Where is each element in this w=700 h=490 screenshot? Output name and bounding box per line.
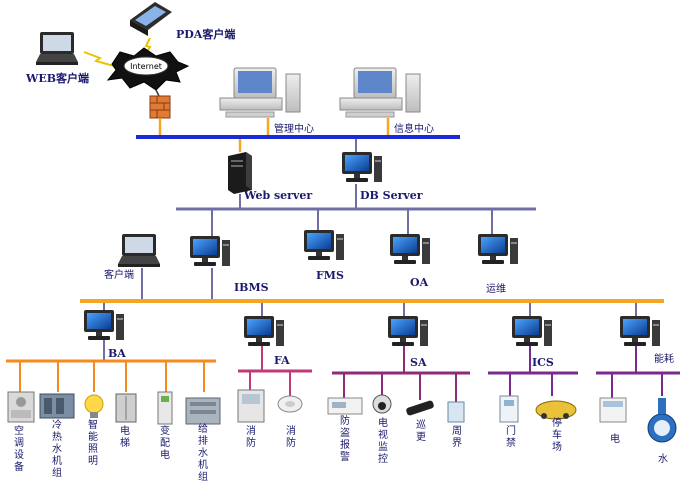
fms-label: FMS <box>316 269 344 282</box>
energy-device-label: 水 <box>658 453 668 465</box>
desktop-icon <box>478 234 518 264</box>
mgmt-center-label: 管理中心 <box>274 122 314 135</box>
energy-device-label-text: 电 <box>610 432 620 445</box>
sa-device-label-text: 电视监控 <box>378 416 388 465</box>
sa-device-label: 防盗报警 <box>340 414 350 463</box>
laptop-icon <box>118 234 160 267</box>
web-server-label: Web server <box>243 189 312 202</box>
sa-label: SA <box>410 356 427 369</box>
laptop-icon <box>36 32 78 65</box>
desktop-icon <box>190 236 230 266</box>
elevator-icon <box>115 393 137 423</box>
ics-device-label: 门禁 <box>506 424 516 449</box>
db-server-label: DB Server <box>360 189 423 202</box>
ba-device-labels: 空调设备 冷热水机组 智能照明 电梯 变配电 给排水机组 <box>14 418 208 483</box>
desktop-icon <box>390 234 430 264</box>
switchgear-icon <box>157 391 173 425</box>
sa-device-label: 巡更 <box>416 419 426 443</box>
energy-device-label-text: 水 <box>658 453 668 465</box>
ops-label: 运维 <box>486 282 506 295</box>
fa-device-label-text: 消防 <box>286 424 296 449</box>
cctv-camera-icon <box>372 394 392 414</box>
fa-device-label: 消防 <box>286 424 296 449</box>
ba-device-label-text: 电梯 <box>120 424 130 449</box>
desktop-icon <box>84 310 124 340</box>
perimeter-sensor-icon <box>447 401 465 423</box>
patrol-reader-icon <box>406 400 434 416</box>
workstation-icon <box>219 67 301 118</box>
ba-device-label-text: 空调设备 <box>14 424 24 473</box>
internet-cloud-icon: Internet <box>106 47 190 91</box>
ba-devices <box>7 362 221 425</box>
info-center-label: 信息中心 <box>394 122 434 135</box>
electric-meter-icon <box>599 397 627 423</box>
fa-label: FA <box>274 354 290 367</box>
parking-car-icon <box>535 400 577 420</box>
ba-device-label: 电梯 <box>120 424 130 449</box>
oa-label: OA <box>410 276 429 289</box>
desktop-icon <box>512 316 552 346</box>
access-control-icon <box>499 395 519 423</box>
ics-label: ICS <box>532 356 554 369</box>
workstation-icon <box>339 67 421 118</box>
ba-device-label: 给排水机组 <box>198 422 208 483</box>
ba-device-label-text: 变配电 <box>160 424 170 461</box>
ics-device-label-text: 停车场 <box>552 416 562 453</box>
sa-device-label: 电视监控 <box>378 416 388 465</box>
ba-device-label: 空调设备 <box>14 424 24 473</box>
fa-device-label-text: 消防 <box>246 424 256 449</box>
ba-device-label-text: 给排水机组 <box>198 422 208 483</box>
light-bulb-icon <box>84 394 104 418</box>
web-client-label: WEB客户端 <box>25 71 89 85</box>
client-label: 客户端 <box>104 268 134 281</box>
water-meter-icon <box>647 398 677 443</box>
chiller-icon <box>39 393 75 419</box>
wireless-link-web <box>83 51 115 67</box>
ba-device-label-text: 冷热水机组 <box>52 418 62 479</box>
fa-device-label: 消防 <box>246 424 256 449</box>
energy-device-label: 电 <box>610 432 620 445</box>
water-pump-icon <box>185 397 221 425</box>
sa-device-label-text: 周界 <box>452 425 462 449</box>
alarm-panel-icon <box>327 397 363 415</box>
ba-label: BA <box>108 347 126 360</box>
ba-device-label-text: 智能照明 <box>88 418 98 467</box>
desktop-icon <box>342 152 382 182</box>
sa-device-label: 周界 <box>452 425 462 449</box>
energy-label: 能耗 <box>654 352 674 365</box>
fire-panel-icon <box>237 389 265 423</box>
ba-device-label: 变配电 <box>160 424 170 461</box>
ics-device-label-text: 门禁 <box>506 424 516 449</box>
internet-label: Internet <box>130 62 162 71</box>
desktop-icon <box>620 316 660 346</box>
ics-device-label: 停车场 <box>552 416 562 453</box>
server-icon <box>228 152 252 194</box>
air-conditioner-icon <box>7 391 35 423</box>
sa-device-label-text: 巡更 <box>416 419 426 443</box>
desktop-icon <box>244 316 284 346</box>
ba-device-label: 智能照明 <box>88 418 98 467</box>
pda-client-label: PDA客户端 <box>176 27 235 41</box>
pda-icon <box>130 2 172 36</box>
sa-device-label-text: 防盗报警 <box>340 414 350 463</box>
ba-device-label: 冷热水机组 <box>52 418 62 479</box>
desktop-icon <box>304 230 344 260</box>
smoke-detector-icon <box>277 395 303 413</box>
ibms-label: IBMS <box>234 281 269 294</box>
desktop-icon <box>388 316 428 346</box>
firewall-icon <box>149 95 171 119</box>
